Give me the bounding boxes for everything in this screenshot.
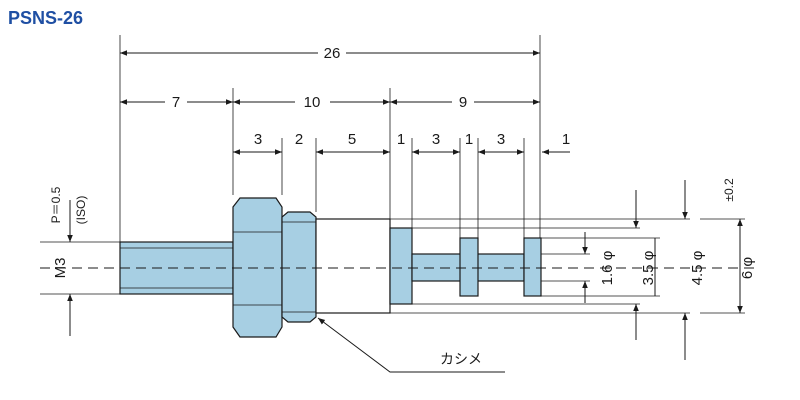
dim-tip-seg-4: 3 [497,131,505,148]
thread-standard: (ISO) [74,196,88,225]
tip-ring-2 [459,237,479,297]
dim-thread-length: 7 [172,94,180,111]
tip-ring-1 [389,227,413,305]
thread-hatch [120,247,233,289]
dim-collar-width: 2 [295,131,303,148]
dim-tip-seg-5: 1 [562,131,570,148]
collar [281,211,317,323]
dim-overall: 26 [324,45,341,62]
sensor-body [315,218,391,314]
tip-ring-3 [523,237,542,297]
dim-tip-seg-2: 3 [432,131,440,148]
callout-leader [317,317,505,373]
dim-hex-width: 3 [254,131,262,148]
dim-body-width: 5 [348,131,356,148]
drawing-title: PSNS-26 [8,8,83,28]
thread-pitch: P＝0.5 [49,186,63,223]
dim-tip-seg-3: 1 [465,131,473,148]
dim-tolerance: ±0.2 [722,178,736,202]
callout-label: カシメ [440,352,482,368]
dim-hex-section: 10 [304,94,321,111]
dim-tip-section: 9 [459,94,467,111]
dim-tip-seg-1: 1 [397,131,405,148]
